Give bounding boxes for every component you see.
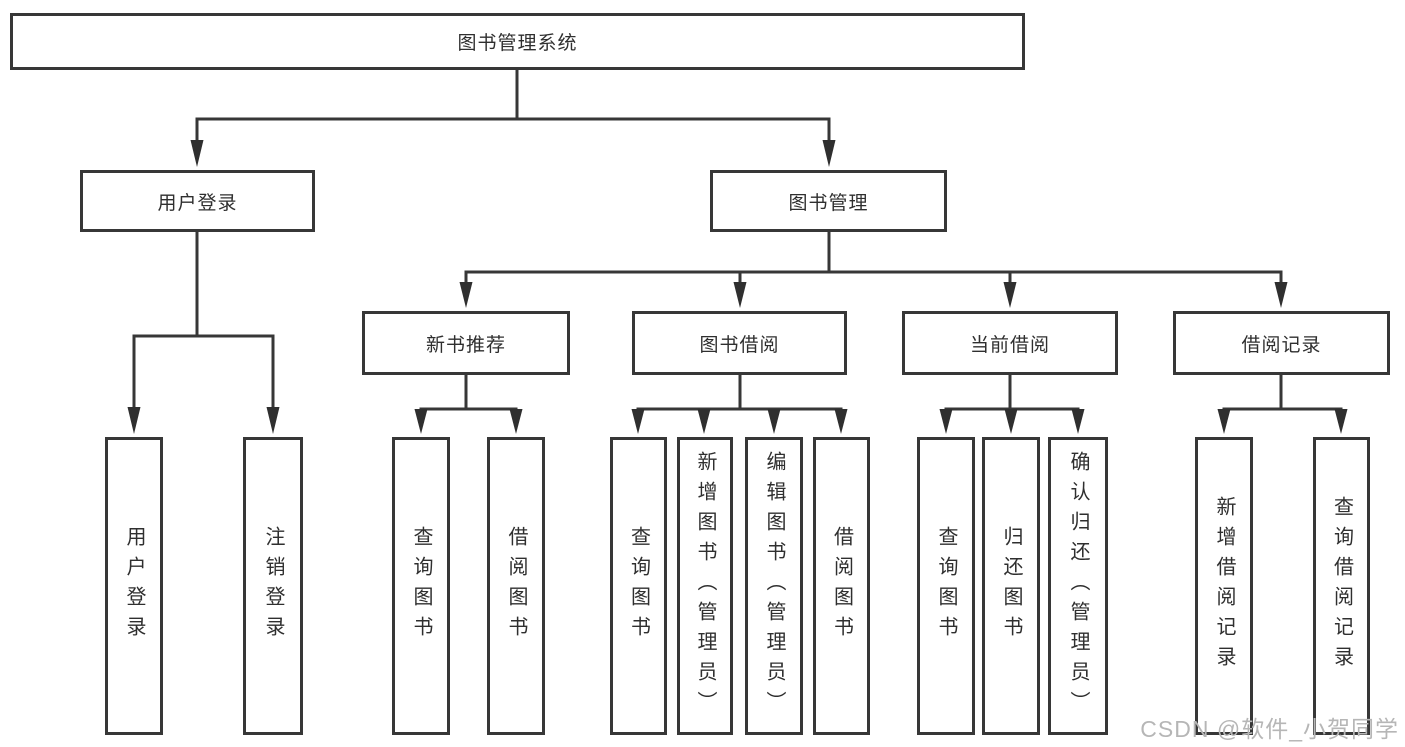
node-new-book-recommend: 新书推荐 [362, 311, 570, 375]
leaf-confirm-return-admin: 确认归还（管理员） [1048, 437, 1108, 735]
csdn-watermark: CSDN @软件_小贺同学 [1140, 716, 1399, 742]
node-book-borrow: 图书借阅 [632, 311, 847, 375]
leaf-recommend-search-books: 查询图书 [392, 437, 450, 735]
leaf-add-borrow-record: 新增借阅记录 [1195, 437, 1253, 735]
edge-borrow-records-to-leaves [1217, 375, 1348, 434]
edge-book-management-to-level3 [459, 232, 1288, 308]
edge-book-borrow-to-leaves [631, 375, 848, 434]
edge-user-login-to-leaves [127, 232, 280, 434]
leaf-search-borrow-record: 查询借阅记录 [1313, 437, 1370, 735]
edge-new-book-recommend-to-leaves [414, 375, 523, 434]
leaf-borrow-search-books: 查询图书 [610, 437, 667, 735]
leaf-recommend-borrow-books: 借阅图书 [487, 437, 545, 735]
leaf-edit-books-admin: 编辑图书（管理员） [745, 437, 803, 735]
leaf-logout: 注销登录 [243, 437, 303, 735]
leaf-return-books: 归还图书 [982, 437, 1040, 735]
node-current-borrow: 当前借阅 [902, 311, 1118, 375]
leaf-add-books-admin: 新增图书（管理员） [677, 437, 733, 735]
edge-root-to-level2 [190, 70, 836, 167]
node-user-login-branch: 用户登录 [80, 170, 315, 232]
leaf-borrow-books: 借阅图书 [813, 437, 870, 735]
node-book-management-branch: 图书管理 [710, 170, 947, 232]
node-borrow-records: 借阅记录 [1173, 311, 1390, 375]
leaf-current-search-books: 查询图书 [917, 437, 975, 735]
leaf-user-login: 用户登录 [105, 437, 163, 735]
node-library-management-system: 图书管理系统 [10, 13, 1025, 70]
edge-current-borrow-to-leaves [939, 375, 1085, 434]
